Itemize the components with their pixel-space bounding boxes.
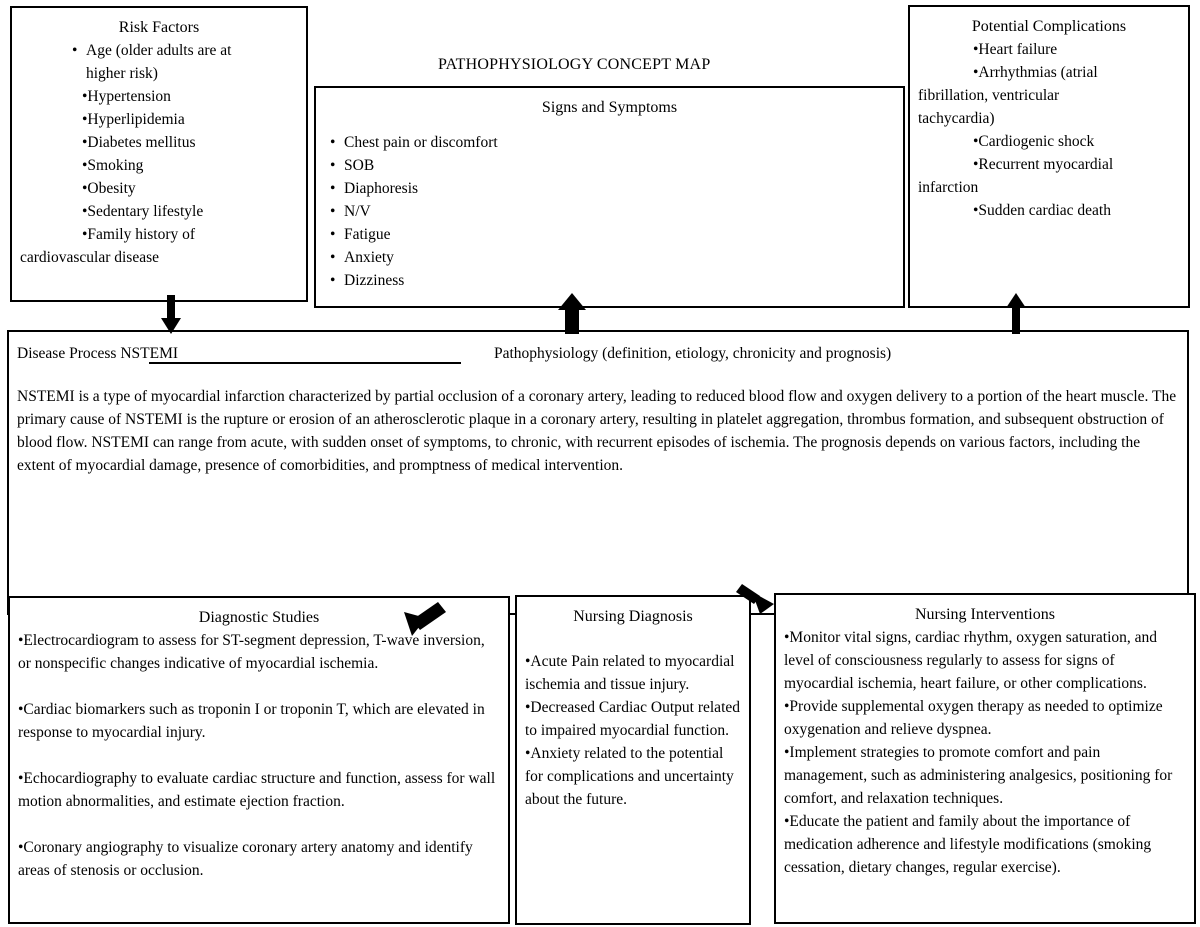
symptom: Diaphoresis	[344, 180, 419, 197]
diagnostic-studies-box: Diagnostic Studies •Electrocardiogram to…	[8, 596, 510, 924]
nursing-intervention-item: •Monitor vital signs, cardiac rhythm, ox…	[784, 629, 1158, 692]
diagnostic-studies-title: Diagnostic Studies	[198, 609, 320, 626]
complication-item: •Sudden cardiac death	[973, 202, 1111, 219]
diagnostic-item: •Coronary angiography to visualize coron…	[18, 839, 473, 879]
risk-factors-box: Risk Factors • Age (older adults are at …	[10, 6, 308, 302]
list-item: higher risk)	[86, 62, 298, 85]
list-item: • N/V	[330, 200, 895, 223]
nursing-diagnosis-item: •Acute Pain related to myocardial ischem…	[525, 653, 735, 693]
risk-factor: •Smoking	[82, 157, 144, 174]
list-item: •Diabetes mellitus	[82, 131, 298, 154]
list-item: •Sedentary lifestyle	[82, 200, 298, 223]
risk-factor-age-cont: higher risk)	[86, 65, 158, 82]
risk-factor: •Sedentary lifestyle	[82, 203, 204, 220]
symptom: N/V	[344, 203, 371, 220]
page-title: PATHOPHYSIOLOGY CONCEPT MAP	[438, 56, 711, 73]
list-item: • Dizziness	[330, 269, 895, 292]
list-item: •Obesity	[82, 177, 298, 200]
list-item: • SOB	[330, 154, 895, 177]
risk-factor: •Hypertension	[82, 88, 171, 105]
bullet-icon: •	[330, 157, 336, 174]
complication-item-cont: infarction	[918, 179, 979, 196]
bullet-icon: •	[330, 272, 336, 289]
symptom: SOB	[344, 157, 375, 174]
diagnostic-item: •Echocardiography to evaluate cardiac st…	[18, 770, 496, 810]
risk-factor-family-cont: cardiovascular disease	[20, 249, 160, 266]
list-item: • Anxiety	[330, 246, 895, 269]
list-item: • Fatigue	[330, 223, 895, 246]
bullet-icon: •	[330, 203, 336, 220]
symptom: Dizziness	[344, 272, 405, 289]
complication-item: •Recurrent myocardial	[973, 156, 1114, 173]
complication-item-cont: fibrillation, ventricular	[918, 87, 1060, 104]
nursing-diagnosis-box: Nursing Diagnosis •Acute Pain related to…	[515, 595, 751, 925]
nursing-intervention-item: •Implement strategies to promote comfort…	[784, 744, 1173, 807]
bullet-icon: •	[72, 42, 78, 59]
symptom: Anxiety	[344, 249, 394, 266]
complication-item-cont: tachycardia)	[918, 110, 995, 127]
complications-box: Potential Complications •Heart failure •…	[908, 5, 1190, 308]
symptom: Chest pain or discomfort	[344, 134, 498, 151]
bullet-icon: •	[330, 134, 336, 151]
nursing-diagnosis-item: •Anxiety related to the potential for co…	[525, 745, 734, 808]
list-item: • Chest pain or discomfort	[330, 131, 895, 154]
signs-symptoms-box: Signs and Symptoms • Chest pain or discom…	[314, 86, 905, 308]
pathophysiology-heading: Pathophysiology (definition, etiology, c…	[494, 345, 892, 362]
nursing-interventions-box: Nursing Interventions •Monitor vital sig…	[774, 593, 1196, 924]
bullet-icon: •	[330, 180, 336, 197]
nursing-interventions-title: Nursing Interventions	[915, 606, 1055, 623]
signs-symptoms-title: Signs and Symptoms	[541, 99, 678, 116]
disease-name: NSTEMI	[120, 345, 179, 362]
risk-factor: •Hyperlipidemia	[82, 111, 185, 128]
list-item: •Hypertension	[82, 85, 298, 108]
diagnostic-item: •Cardiac biomarkers such as troponin I o…	[18, 701, 485, 741]
risk-factor: •Obesity	[82, 180, 136, 197]
bullet-icon: •	[330, 226, 336, 243]
diagnostic-item: •Electrocardiogram to assess for ST-segm…	[18, 632, 485, 672]
disease-name-underline	[149, 362, 461, 364]
symptom: Fatigue	[344, 226, 391, 243]
disease-process-box: Disease Process NSTEMI Pathophysiology (…	[7, 330, 1189, 615]
list-item: •Hyperlipidemia	[82, 108, 298, 131]
list-item: •Family history of	[82, 223, 298, 246]
complication-item: •Arrhythmias (atrial	[973, 64, 1098, 81]
risk-factor-age: Age (older adults are at	[86, 42, 232, 59]
nursing-intervention-item: •Educate the patient and family about th…	[784, 813, 1152, 876]
risk-factor: •Family history of	[82, 226, 196, 243]
complication-item: •Cardiogenic shock	[973, 133, 1095, 150]
risk-factors-title: Risk Factors	[118, 19, 200, 36]
nursing-intervention-item: •Provide supplemental oxygen therapy as …	[784, 698, 1163, 738]
list-item: •Smoking	[82, 154, 298, 177]
complications-title: Potential Complications	[971, 18, 1127, 35]
list-item: • Age (older adults are at	[72, 39, 298, 62]
nursing-diagnosis-item: •Decreased Cardiac Output related to imp…	[525, 699, 741, 739]
complication-item: •Heart failure	[973, 41, 1058, 58]
risk-factor: •Diabetes mellitus	[82, 134, 196, 151]
bullet-icon: •	[330, 249, 336, 266]
disease-process-label: Disease Process	[17, 345, 121, 362]
list-item: • Diaphoresis	[330, 177, 895, 200]
pathophysiology-description: NSTEMI is a type of myocardial infarctio…	[17, 388, 1177, 474]
nursing-diagnosis-title: Nursing Diagnosis	[573, 608, 693, 625]
